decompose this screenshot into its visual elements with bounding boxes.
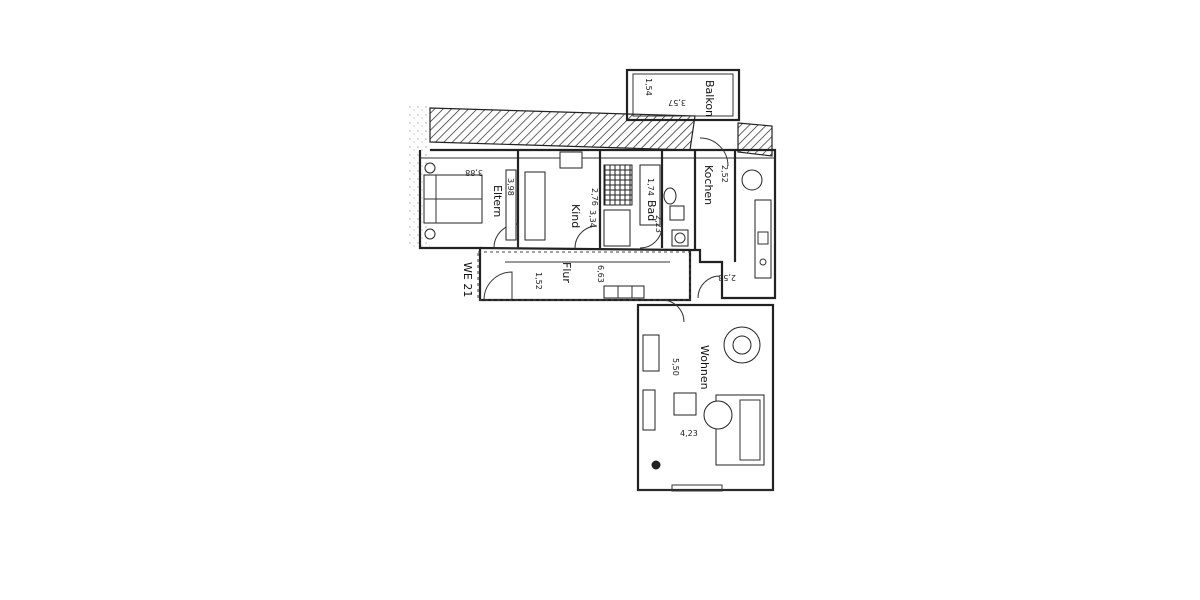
label-kind: Kind (569, 204, 582, 228)
exterior-wall-hatched-right (737, 122, 773, 157)
washing-machine (671, 229, 689, 247)
door-balkon (699, 137, 729, 167)
dim-bad-width: 1,74 (646, 178, 655, 196)
label-balkon: Balkon (703, 80, 716, 117)
dim-bad-depth: 2,23 (654, 215, 663, 233)
dim-balkon-depth: 1,54 (644, 78, 653, 96)
dim-kochen-depth: 2,52 (720, 165, 729, 183)
kitchen-counter (754, 199, 772, 279)
door-kochen (697, 275, 721, 299)
door-entry (483, 271, 513, 301)
label-flur: Flur (560, 262, 573, 283)
label-bad: Bad (645, 200, 658, 221)
label-eltern: Eltern (491, 185, 504, 217)
nightstand-bottom (424, 228, 436, 240)
dining-table-kochen (741, 169, 763, 191)
door-kind (574, 225, 598, 249)
nightstand-top (424, 162, 436, 174)
dim-eltern-width: 3,88 (465, 168, 483, 177)
kind-bed (524, 171, 546, 241)
flur-outline (477, 251, 691, 301)
dim-eltern-depth: 3,98 (506, 178, 515, 196)
label-kochen: Kochen (702, 165, 715, 205)
kind-desk (559, 151, 583, 169)
toilet (663, 187, 677, 205)
armchair (673, 392, 697, 416)
dim-wohnen-width: 4,23 (680, 429, 698, 438)
dim-balkon-width: 3,57 (668, 98, 686, 107)
bathtub (639, 164, 661, 226)
label-wohnen: Wohnen (698, 345, 711, 390)
door-flur-wohnen (661, 299, 685, 323)
exterior-wall-hatched (429, 107, 696, 151)
sink (669, 205, 685, 221)
label-unit: WE 21 (461, 262, 474, 297)
dim-flur-width: 1,52 (534, 272, 543, 290)
tv-cabinet (642, 334, 660, 372)
door-eltern (493, 223, 519, 249)
dim-kind-depth: 3,34 (588, 210, 597, 228)
dim-kochen-width: 2,58 (718, 273, 736, 282)
kind-wardrobe (603, 209, 631, 247)
coffee-table (703, 400, 733, 430)
dim-wohnen-depth: 5,50 (671, 358, 680, 376)
kind-grid-shelf (603, 164, 633, 206)
wardrobe-eltern (505, 169, 517, 241)
door-bad (639, 225, 663, 249)
shoe-rack (603, 285, 645, 299)
dim-flur-length: 6,63 (596, 265, 605, 283)
plant (651, 460, 661, 470)
shelf-wohnen (642, 389, 656, 431)
balcony-outline (625, 68, 741, 122)
wohnen-terrace (671, 484, 723, 492)
dim-kind-width: 2,76 (590, 188, 599, 206)
balcony-inner (632, 73, 734, 117)
